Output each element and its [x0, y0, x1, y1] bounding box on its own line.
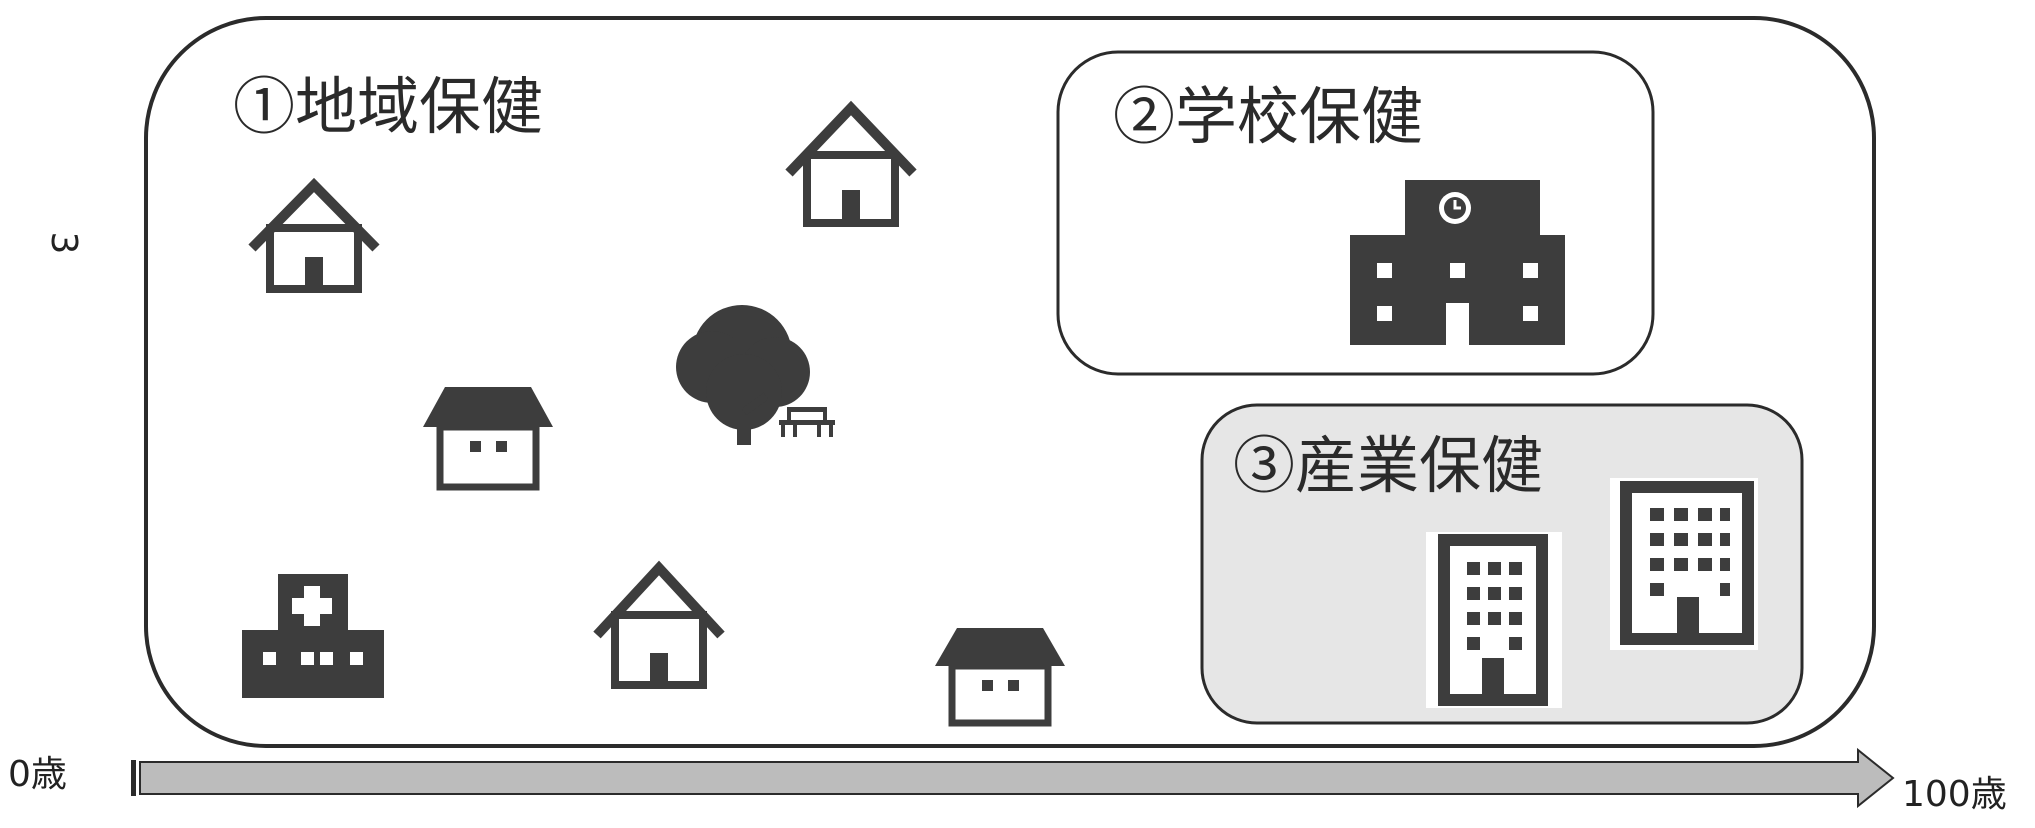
school-health-title: ②学校保健	[1113, 80, 1423, 153]
community-health-title: ①地域保健	[233, 70, 543, 143]
bench-icon	[779, 407, 835, 437]
community-health-region: ①地域保健	[144, 16, 1876, 748]
age-start-label: 0歳	[8, 754, 67, 795]
page-number: 3	[43, 232, 84, 255]
tree-icon	[676, 305, 810, 445]
house-icon	[785, 100, 917, 227]
age-timeline-arrow	[131, 747, 1895, 809]
house-icon	[423, 387, 553, 491]
office-building-icon	[1426, 532, 1562, 708]
school-building-icon	[1350, 180, 1565, 345]
industrial-health-title: ③産業保健	[1233, 429, 1543, 502]
house-icon	[593, 560, 725, 689]
age-end-label: 100歳	[1902, 774, 2007, 815]
hospital-icon	[242, 574, 384, 698]
house-icon	[935, 628, 1065, 727]
office-building-icon	[1610, 478, 1758, 650]
house-icon	[248, 177, 380, 293]
